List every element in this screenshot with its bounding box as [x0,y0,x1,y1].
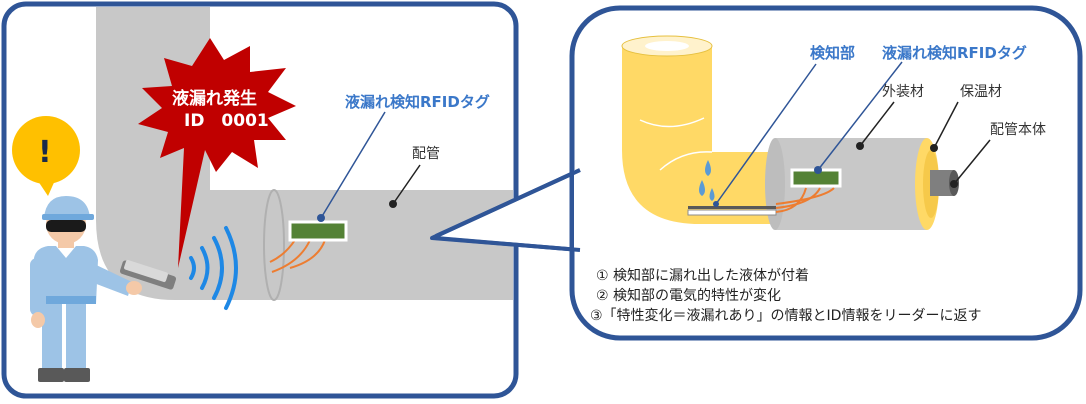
step-2: ② 検知部の電気的特性が変化 [596,287,781,304]
right-tag-label: 液漏れ検知RFIDタグ [882,44,1027,62]
insulation-elbow [621,35,790,224]
wireless-signal-icon [189,226,238,310]
left-tag-label: 液漏れ検知RFIDタグ [345,93,490,111]
worker-figure [12,116,142,382]
sensor-label: 検知部 [810,44,855,62]
left-pipe-label: 配管 [412,146,440,162]
rfid-reader-device [119,259,177,290]
alert-line2: ID 0001 [184,111,269,131]
step-1: ① 検知部に漏れ出した液体が付着 [596,267,809,284]
pipe-body-label: 配管本体 [990,122,1046,138]
step-3: ③「特性変化＝液漏れあり」の情報とID情報をリーダーに返す [590,307,981,324]
right-rfid-tag [775,61,903,213]
sensor-strip [687,160,777,216]
outer-jacket-label: 外装材 [882,84,924,100]
insulation-label: 保温材 [960,84,1002,100]
exclamation-mark: ! [38,135,52,170]
leak-alert-starburst [138,38,296,268]
alert-line1: 液漏れ発生 [172,88,257,109]
left-rfid-tag [269,111,386,273]
